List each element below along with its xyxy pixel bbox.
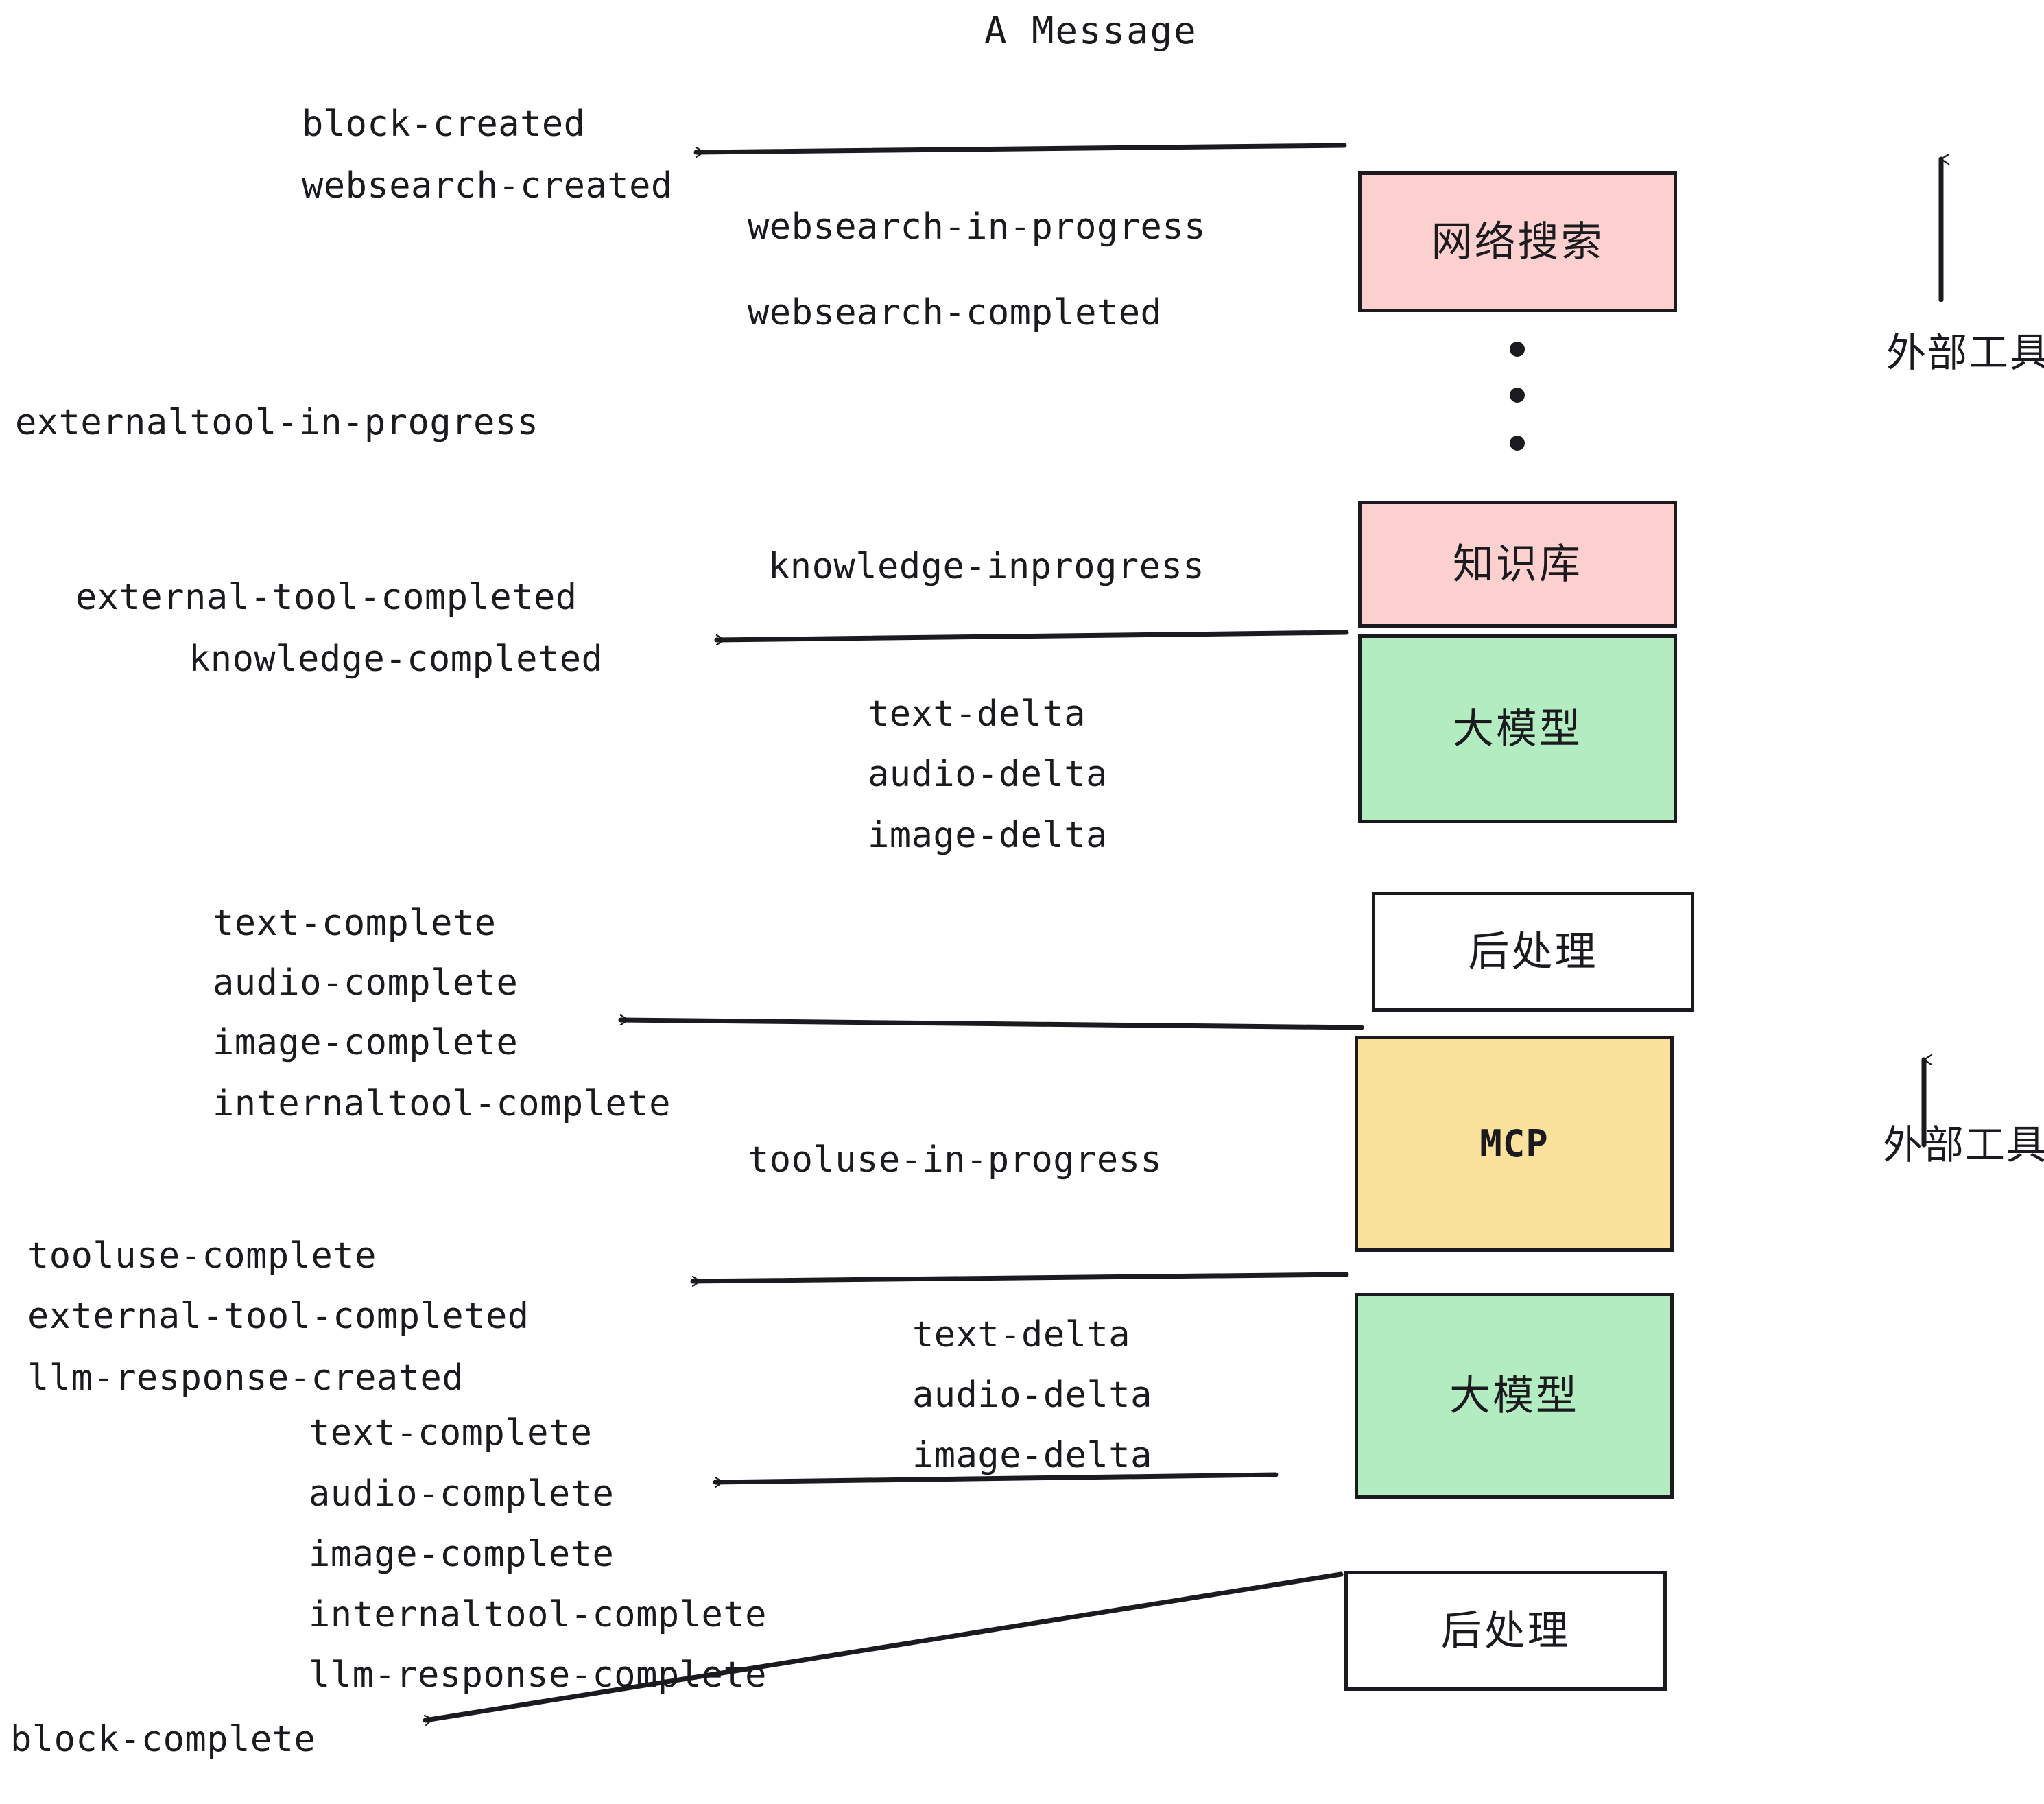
node-box: 大模型 (1355, 1293, 1674, 1499)
node-box: 后处理 (1372, 892, 1694, 1012)
event-label: image-delta (912, 1435, 1152, 1476)
event-label: external-tool-completed (27, 1296, 530, 1337)
event-label: audio-delta (912, 1375, 1152, 1416)
event-label: internaltool-complete (309, 1594, 767, 1635)
arrow-to-image-complete (618, 1020, 1364, 1030)
page-title: A Message (984, 9, 1198, 52)
arrow-to-block-created (693, 143, 1347, 152)
ellipsis-dot-icon (1510, 342, 1525, 357)
event-label: knowledge-inprogress (768, 546, 1205, 587)
event-label: audio-complete (309, 1473, 615, 1515)
node-box-label: 大模型 (1453, 704, 1582, 753)
scope-label: 外部工具 (1886, 329, 2044, 376)
node-box-label: MCP (1479, 1121, 1549, 1165)
node-box-label: 大模型 (1449, 1372, 1579, 1420)
node-box-label: 知识库 (1453, 540, 1582, 589)
node-box: 网络搜索 (1358, 171, 1677, 312)
event-label: image-complete (213, 1022, 519, 1063)
node-box: 后处理 (1344, 1571, 1667, 1691)
arrow-to-tooluse-complete (690, 1272, 1349, 1281)
event-label: audio-delta (868, 754, 1108, 795)
event-label: external-tool-completed (75, 577, 578, 618)
node-box: 大模型 (1358, 634, 1677, 823)
scope-label: 外部工具 (1883, 1121, 2044, 1168)
node-box-label: 后处理 (1468, 927, 1598, 976)
event-label: text-delta (868, 693, 1086, 735)
event-label: audio-complete (213, 962, 519, 1004)
event-label: websearch-in-progress (748, 206, 1206, 248)
event-label: block-complete (10, 1719, 316, 1760)
ellipsis-dot-icon (1510, 436, 1525, 451)
event-label: text-delta (912, 1314, 1131, 1355)
event-label: knowledge-completed (189, 639, 604, 680)
event-label: image-complete (309, 1534, 615, 1575)
event-label: websearch-created (302, 165, 673, 206)
node-box: MCP (1355, 1036, 1674, 1252)
event-label: tooluse-in-progress (748, 1139, 1163, 1180)
ellipsis-dot-icon (1510, 388, 1525, 403)
node-box-label: 网络搜索 (1431, 217, 1604, 266)
node-box: 知识库 (1358, 501, 1677, 628)
event-label: text-complete (213, 903, 497, 944)
event-label: llm-response-created (27, 1357, 464, 1399)
event-label: block-created (302, 104, 586, 145)
event-label: image-delta (868, 815, 1108, 856)
event-label: externaltool-in-progress (15, 402, 539, 443)
event-label: websearch-completed (748, 292, 1163, 333)
event-label: llm-response-complete (309, 1654, 767, 1696)
event-label: internaltool-complete (213, 1083, 671, 1124)
event-label: text-complete (309, 1412, 593, 1453)
node-box-label: 后处理 (1440, 1606, 1571, 1655)
arrow-to-knowledge-completed (714, 630, 1349, 640)
event-label: tooluse-complete (27, 1235, 377, 1277)
